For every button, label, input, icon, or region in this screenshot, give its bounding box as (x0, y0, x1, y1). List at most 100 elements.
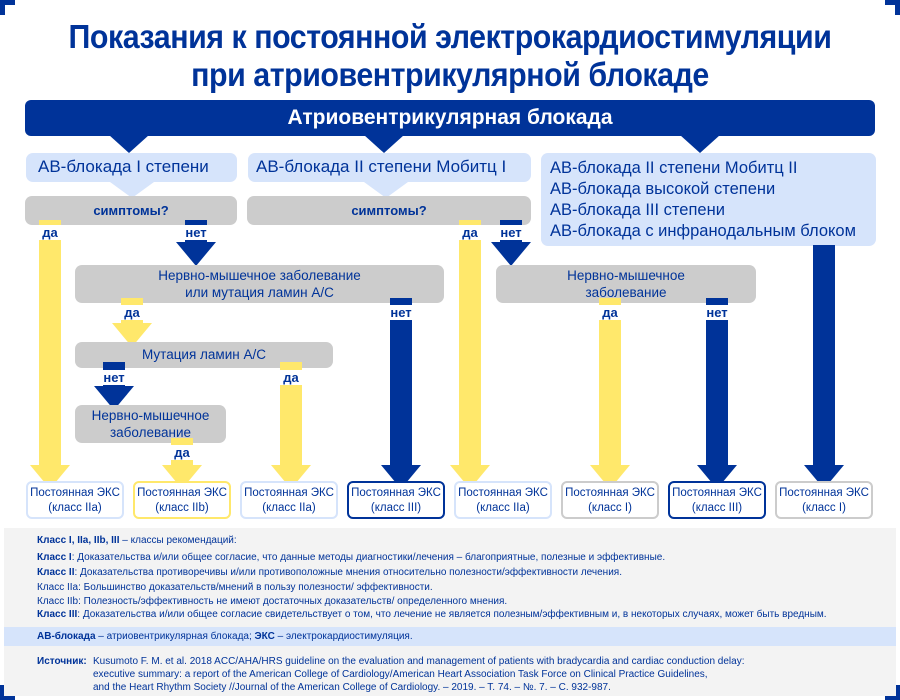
result-title: Постоянная ЭКС (137, 487, 227, 499)
decision-neuromuscular-right-line1: Нервно-мышечное (567, 268, 685, 283)
category-high-grade-line2: АВ-блокада высокой степени (550, 180, 776, 198)
class-name: Класс IIa (37, 582, 79, 593)
decision-neuro-or-lamin-line2: или мутация ламин А/С (185, 285, 334, 300)
corner-accent-bottom-left (0, 695, 15, 700)
result-pacing-8: Постоянная ЭКС (класс I) (775, 481, 873, 519)
arrow-no-1 (176, 242, 216, 266)
class-text: : Полезность/эффективность не имеют дост… (78, 596, 508, 607)
label-no: нет (98, 370, 130, 385)
decision-neuromuscular-right: Нервно-мышечное заболевание (496, 265, 756, 303)
source-label: Источник: (37, 656, 87, 667)
result-class: (класс IIa) (262, 502, 316, 514)
source-line-3: and the Heart Rhythm Society //Journal o… (93, 682, 611, 693)
footer-legend (4, 528, 896, 696)
decision-neuro-or-lamin-line1: Нервно-мышечное заболевание (158, 268, 361, 283)
class-text: : Доказательства и/или общее согласие св… (77, 609, 827, 620)
abbr-eks: ЭКС (254, 631, 275, 642)
label-yes: да (36, 225, 64, 240)
decision-neuromuscular-left-line1: Нервно-мышечное (91, 408, 210, 423)
corner-accent-top-right (895, 0, 900, 15)
classes-heading-rest: – классы рекомендаций: (119, 535, 237, 546)
category-mobitz-1: АВ-блокада II степени Мобитц I (248, 153, 531, 182)
label-yes: да (277, 370, 305, 385)
symptoms-question-2: симптомы? (247, 196, 531, 225)
label-no: нет (180, 225, 212, 240)
abbreviations-band (4, 627, 896, 646)
page-title-line2: при атриовентрикулярной блокаде (191, 56, 709, 93)
arrow-no-4 (491, 242, 531, 266)
decision-neuromuscular-right-line2: заболевание (585, 285, 667, 300)
path-yes-5 (459, 220, 481, 465)
result-class: (класс IIa) (48, 502, 102, 514)
abbr-eks-text: – электрокардиостимуляция. (274, 631, 413, 642)
page-title-line1: Показания к постоянной электрокардиостим… (68, 18, 832, 55)
class-text: : Доказательства и/или общее согласие, ч… (71, 552, 666, 563)
class-name: Класс II (37, 567, 75, 578)
result-class: (класс I) (802, 502, 846, 514)
category-pointer-1 (110, 182, 154, 198)
result-class: (класс IIa) (476, 502, 530, 514)
result-pacing-1: Постоянная ЭКС (класс IIa) (26, 481, 124, 519)
class-name: Класс I (37, 552, 72, 563)
category-high-grade-line4: АВ-блокада с инфранодальным блоком (550, 222, 856, 240)
label-yes: да (456, 225, 484, 240)
corner-accent-bottom-left (0, 685, 5, 700)
result-title: Постоянная ЭКС (244, 487, 334, 499)
result-pacing-3: Постоянная ЭКС (класс IIa) (240, 481, 338, 519)
category-pointer-2 (364, 182, 408, 198)
corner-accent-bottom-right (895, 685, 900, 700)
abbreviations: АВ-блокада – атриовентрикулярная блокада… (37, 631, 413, 642)
class-text: : Доказательства противоречивы и/или про… (74, 567, 622, 578)
result-title: Постоянная ЭКС (565, 487, 655, 499)
class-def-1: Класс I: Доказательства и/или общее согл… (37, 552, 665, 563)
classes-heading-bold: Класс I, IIa, IIb, III (37, 535, 120, 546)
label-no: нет (495, 225, 527, 240)
source-line-1: Kusumoto F. M. et al. 2018 ACC/AHA/HRS g… (93, 656, 745, 667)
av-block-header: Атриовентрикулярная блокада (25, 100, 875, 136)
class-text: : Большинство доказательств/мнений в пол… (78, 582, 433, 593)
abbr-av-text: – атриовентрикулярная блокада; (95, 631, 255, 642)
category-first-degree: АВ-блокада I степени (26, 153, 237, 182)
result-pacing-2: Постоянная ЭКС (класс IIb) (133, 481, 231, 519)
category-high-grade: АВ-блокада II степени Мобитц II АВ-блока… (541, 153, 876, 246)
path-no-2 (390, 298, 412, 465)
corner-accent-bottom-right (885, 695, 900, 700)
symptoms-question-2-label: симптомы? (351, 203, 427, 218)
class-def-2: Класс II: Доказательства противоречивы и… (37, 567, 622, 578)
class-def-4: Класс IIb: Полезность/эффективность не и… (37, 596, 507, 607)
class-name: Класс IIb (37, 596, 79, 607)
result-pacing-4: Постоянная ЭКС (класс III) (347, 481, 445, 519)
label-no: нет (385, 305, 417, 320)
class-def-5: Класс III: Доказательства и/или общее со… (37, 609, 827, 620)
label-yes: да (596, 305, 624, 320)
category-mobitz-1-label: АВ-блокада II степени Мобитц I (256, 157, 507, 176)
decision-lamin-mutation-label: Мутация ламин А/С (142, 347, 266, 362)
result-class: (класс IIb) (155, 502, 209, 514)
result-title: Постоянная ЭКС (30, 487, 120, 499)
classes-heading: Класс I, IIa, IIb, III – классы рекоменд… (37, 535, 237, 546)
header-pointer-3 (680, 135, 720, 153)
result-title: Постоянная ЭКС (458, 487, 548, 499)
result-title: Постоянная ЭКС (779, 487, 869, 499)
result-title: Постоянная ЭКС (672, 487, 762, 499)
decision-neuromuscular-left-line2: заболевание (109, 425, 192, 440)
result-class: (класс III) (691, 502, 743, 514)
path-yes-3 (280, 362, 302, 465)
class-def-3: Класс IIa: Большинство доказательств/мне… (37, 582, 433, 593)
path-yes-1 (39, 220, 61, 465)
source-line-2: executive summary: a report of the Ameri… (93, 669, 708, 680)
result-pacing-6: Постоянная ЭКС (класс I) (561, 481, 659, 519)
class-name: Класс III (37, 609, 78, 620)
path-high-grade (813, 245, 835, 465)
result-pacing-7: Постоянная ЭКС (класс III) (668, 481, 766, 519)
label-yes: да (168, 445, 196, 460)
result-pacing-5: Постоянная ЭКС (класс IIa) (454, 481, 552, 519)
result-class: (класс I) (588, 502, 632, 514)
result-class: (класс III) (370, 502, 422, 514)
label-no: нет (701, 305, 733, 320)
abbr-av: АВ-блокада (37, 631, 96, 642)
result-title: Постоянная ЭКС (351, 487, 441, 499)
decision-neuro-or-lamin: Нервно-мышечное заболевание или мутация … (75, 265, 444, 303)
label-yes: да (118, 305, 146, 320)
header-pointer-1 (109, 135, 149, 153)
